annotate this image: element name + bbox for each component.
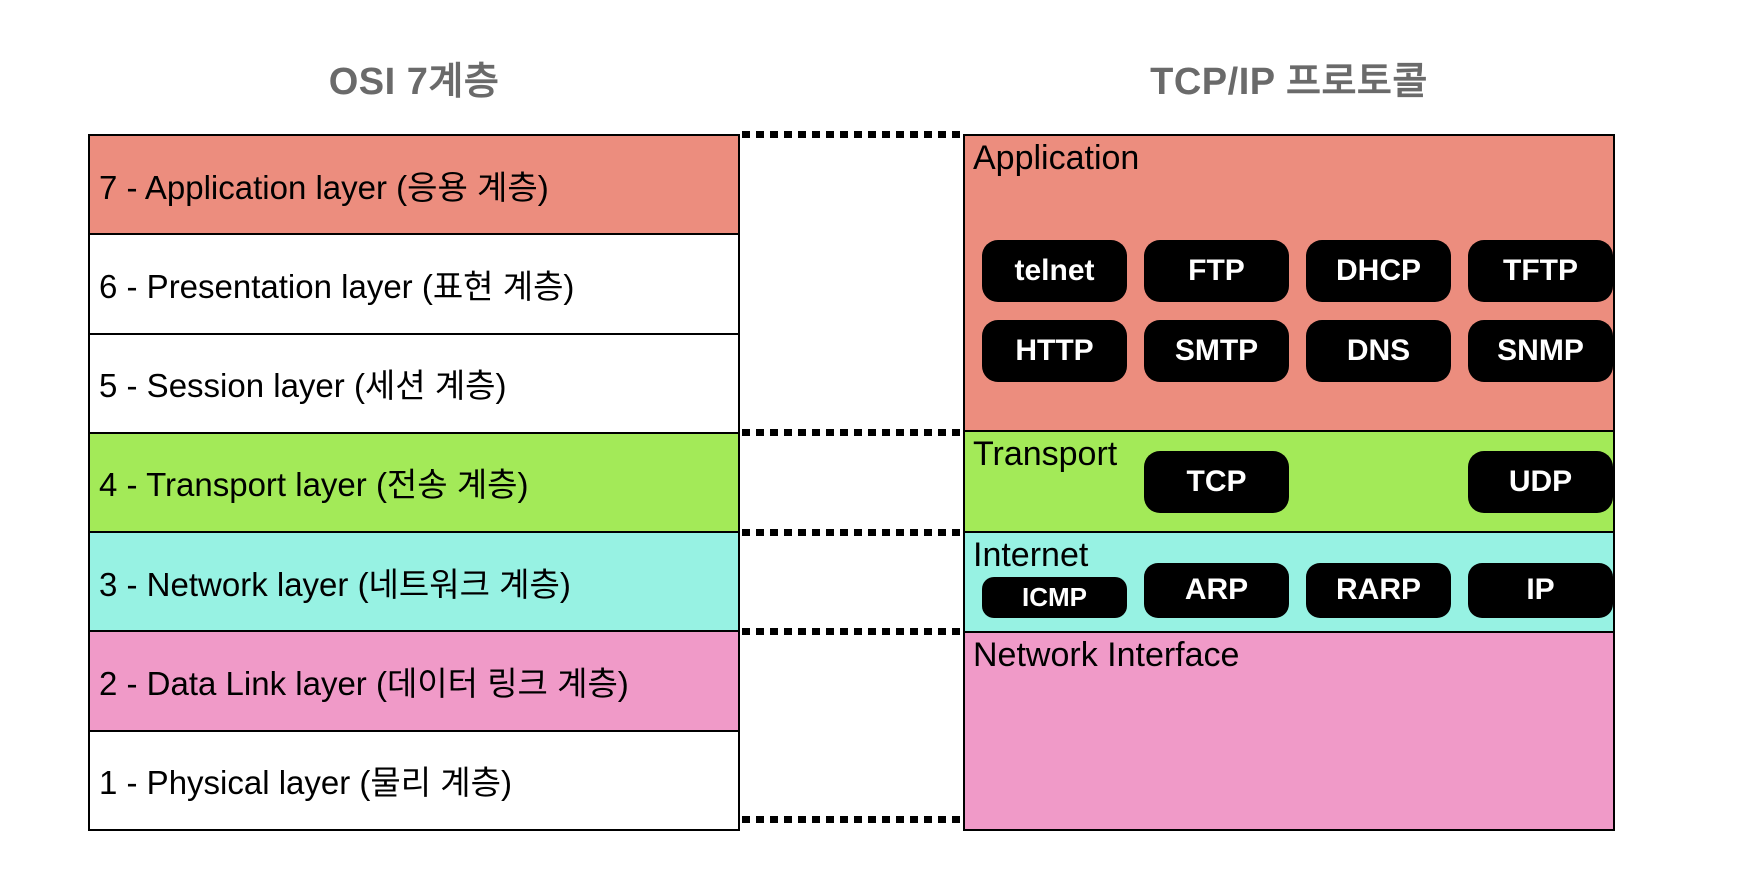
tcpip-internet-label: Internet [973,535,1089,574]
protocol-badge-dns: DNS [1306,320,1451,382]
protocol-badge-arp: ARP [1144,562,1289,618]
tcpip-network-interface-label: Network Interface [973,635,1240,674]
protocol-badge-ftp: FTP [1144,240,1289,302]
osi-layer-2-datalink: 2 - Data Link layer (데이터 링크 계층) [90,632,738,732]
protocol-badge-tcp: TCP [1144,451,1289,514]
osi-column-title: OSI 7계층 [328,61,500,103]
protocol-badge-icmp: ICMP [982,576,1127,618]
osi-layer-6-presentation: 6 - Presentation layer (표현 계층) [90,235,738,335]
protocol-badge-telnet: telnet [982,240,1127,302]
protocol-badge-snmp: SNMP [1468,320,1613,382]
protocol-badge-dhcp: DHCP [1306,240,1451,302]
protocol-badge-rarp: RARP [1306,562,1451,618]
connector-line-internet-network [742,628,963,635]
osi-layer-5-label: 5 - Session layer (세션 계층) [99,367,507,405]
tcpip-stack: Application telnet FTP DHCP TFTP HTTP SM… [963,134,1615,831]
tcpip-transport-block: Transport TCP UDP [965,432,1613,533]
connector-line-bottom [742,816,963,823]
protocol-badge-smtp: SMTP [1144,320,1289,382]
osi-layer-1-label: 1 - Physical layer (물리 계층) [99,764,513,802]
tcpip-column-title: TCP/IP 프로토콜 [1150,61,1428,103]
protocol-badge-tftp: TFTP [1468,240,1613,302]
osi-layer-4-label: 4 - Transport layer (전송 계층) [99,466,529,504]
tcpip-transport-label: Transport [973,435,1118,474]
tcpip-application-label: Application [973,139,1140,177]
osi-layer-6-label: 6 - Presentation layer (표현 계층) [99,267,575,305]
connector-line-transport-internet [742,529,963,536]
tcpip-application-block: Application telnet FTP DHCP TFTP HTTP SM… [965,136,1613,433]
tcpip-internet-block: Internet ICMP ARP RARP IP [965,532,1613,633]
tcpip-network-interface-block: Network Interface [965,632,1613,829]
protocol-badge-http: HTTP [982,320,1127,382]
protocol-badge-udp: UDP [1468,451,1613,514]
osi-stack: 7 - Application layer (응용 계층) 6 - Presen… [88,134,740,831]
protocol-badge-ip: IP [1468,562,1613,618]
connector-line-top [742,131,963,138]
connector-line-application-transport [742,429,963,436]
osi-layer-2-label: 2 - Data Link layer (데이터 링크 계층) [99,665,629,703]
osi-layer-4-transport: 4 - Transport layer (전송 계층) [90,433,738,534]
osi-layer-3-network: 3 - Network layer (네트워크 계층) [90,533,738,633]
osi-layer-7-label: 7 - Application layer (응용 계층) [99,168,549,206]
osi-layer-5-session: 5 - Session layer (세션 계층) [90,334,738,434]
osi-layer-3-label: 3 - Network layer (네트워크 계층) [99,565,571,603]
osi-layer-1-physical: 1 - Physical layer (물리 계층) [90,731,738,829]
osi-layer-7-application: 7 - Application layer (응용 계층) [90,136,738,236]
